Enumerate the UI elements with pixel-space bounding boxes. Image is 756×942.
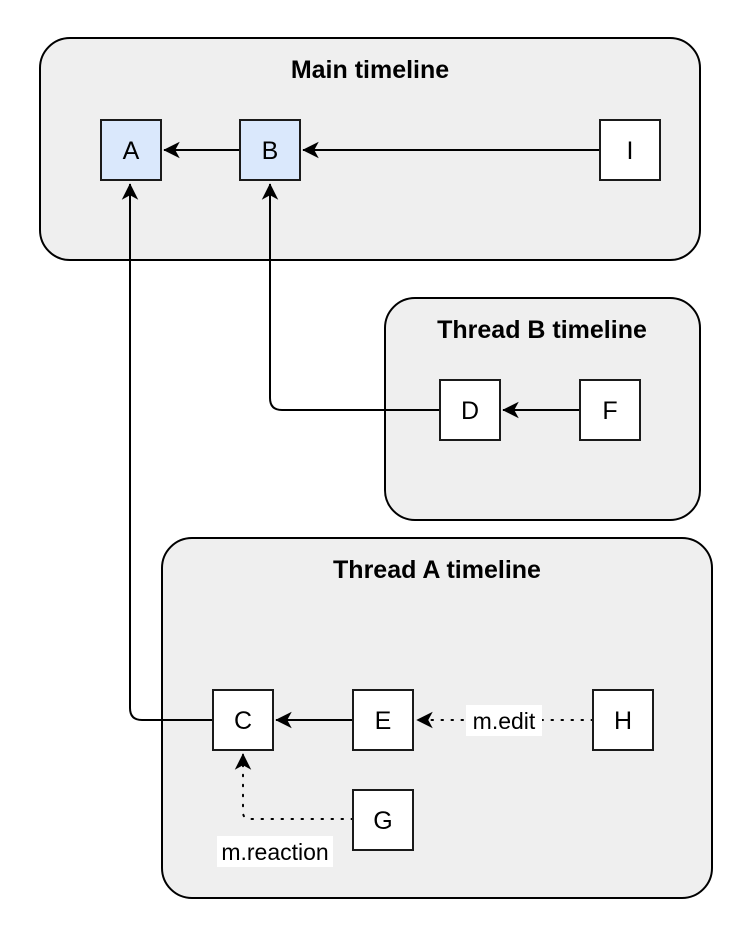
node-e-box <box>352 689 414 751</box>
node-e: E <box>352 689 414 751</box>
container-thread-a-timeline: Thread A timeline <box>161 537 713 899</box>
edge-label-m-edit: m.edit <box>466 705 542 736</box>
node-f: F <box>579 379 641 441</box>
node-d-box <box>439 379 501 441</box>
node-b-box <box>239 119 301 181</box>
node-c-box <box>212 689 274 751</box>
node-g-box <box>352 789 414 851</box>
node-c: C <box>212 689 274 751</box>
node-i-label: I <box>627 137 634 165</box>
node-d: D <box>439 379 501 441</box>
edge-d-to-b <box>261 183 440 411</box>
edge-label-m-reaction-text: m.reaction <box>221 839 328 865</box>
node-f-box <box>579 379 641 441</box>
node-a-box <box>100 119 162 181</box>
node-e-label: E <box>375 707 392 735</box>
node-h: H <box>592 689 654 751</box>
container-thread-b-timeline-title: Thread B timeline <box>437 316 647 344</box>
node-h-label: H <box>614 707 632 735</box>
edge-label-m-edit-text: m.edit <box>473 708 536 734</box>
node-g-label: G <box>373 807 392 835</box>
node-b-label: B <box>262 137 279 165</box>
node-a-label: A <box>123 137 140 165</box>
node-g: G <box>352 789 414 851</box>
node-i: I <box>599 119 661 181</box>
edge-label-m-reaction: m.reaction <box>217 836 333 867</box>
edge-label-m-edit-bg <box>466 705 542 736</box>
node-h-box <box>592 689 654 751</box>
node-c-label: C <box>234 707 252 735</box>
node-i-box <box>599 119 661 181</box>
node-a: A <box>100 119 162 181</box>
container-thread-a-timeline-box <box>161 537 713 899</box>
container-thread-a-timeline-title: Thread A timeline <box>333 556 541 584</box>
node-f-label: F <box>602 397 617 425</box>
container-main-timeline-title: Main timeline <box>291 56 449 84</box>
node-b: B <box>239 119 301 181</box>
node-d-label: D <box>461 397 479 425</box>
edge-label-m-reaction-bg <box>217 836 333 867</box>
edge-c-to-a <box>121 183 213 721</box>
